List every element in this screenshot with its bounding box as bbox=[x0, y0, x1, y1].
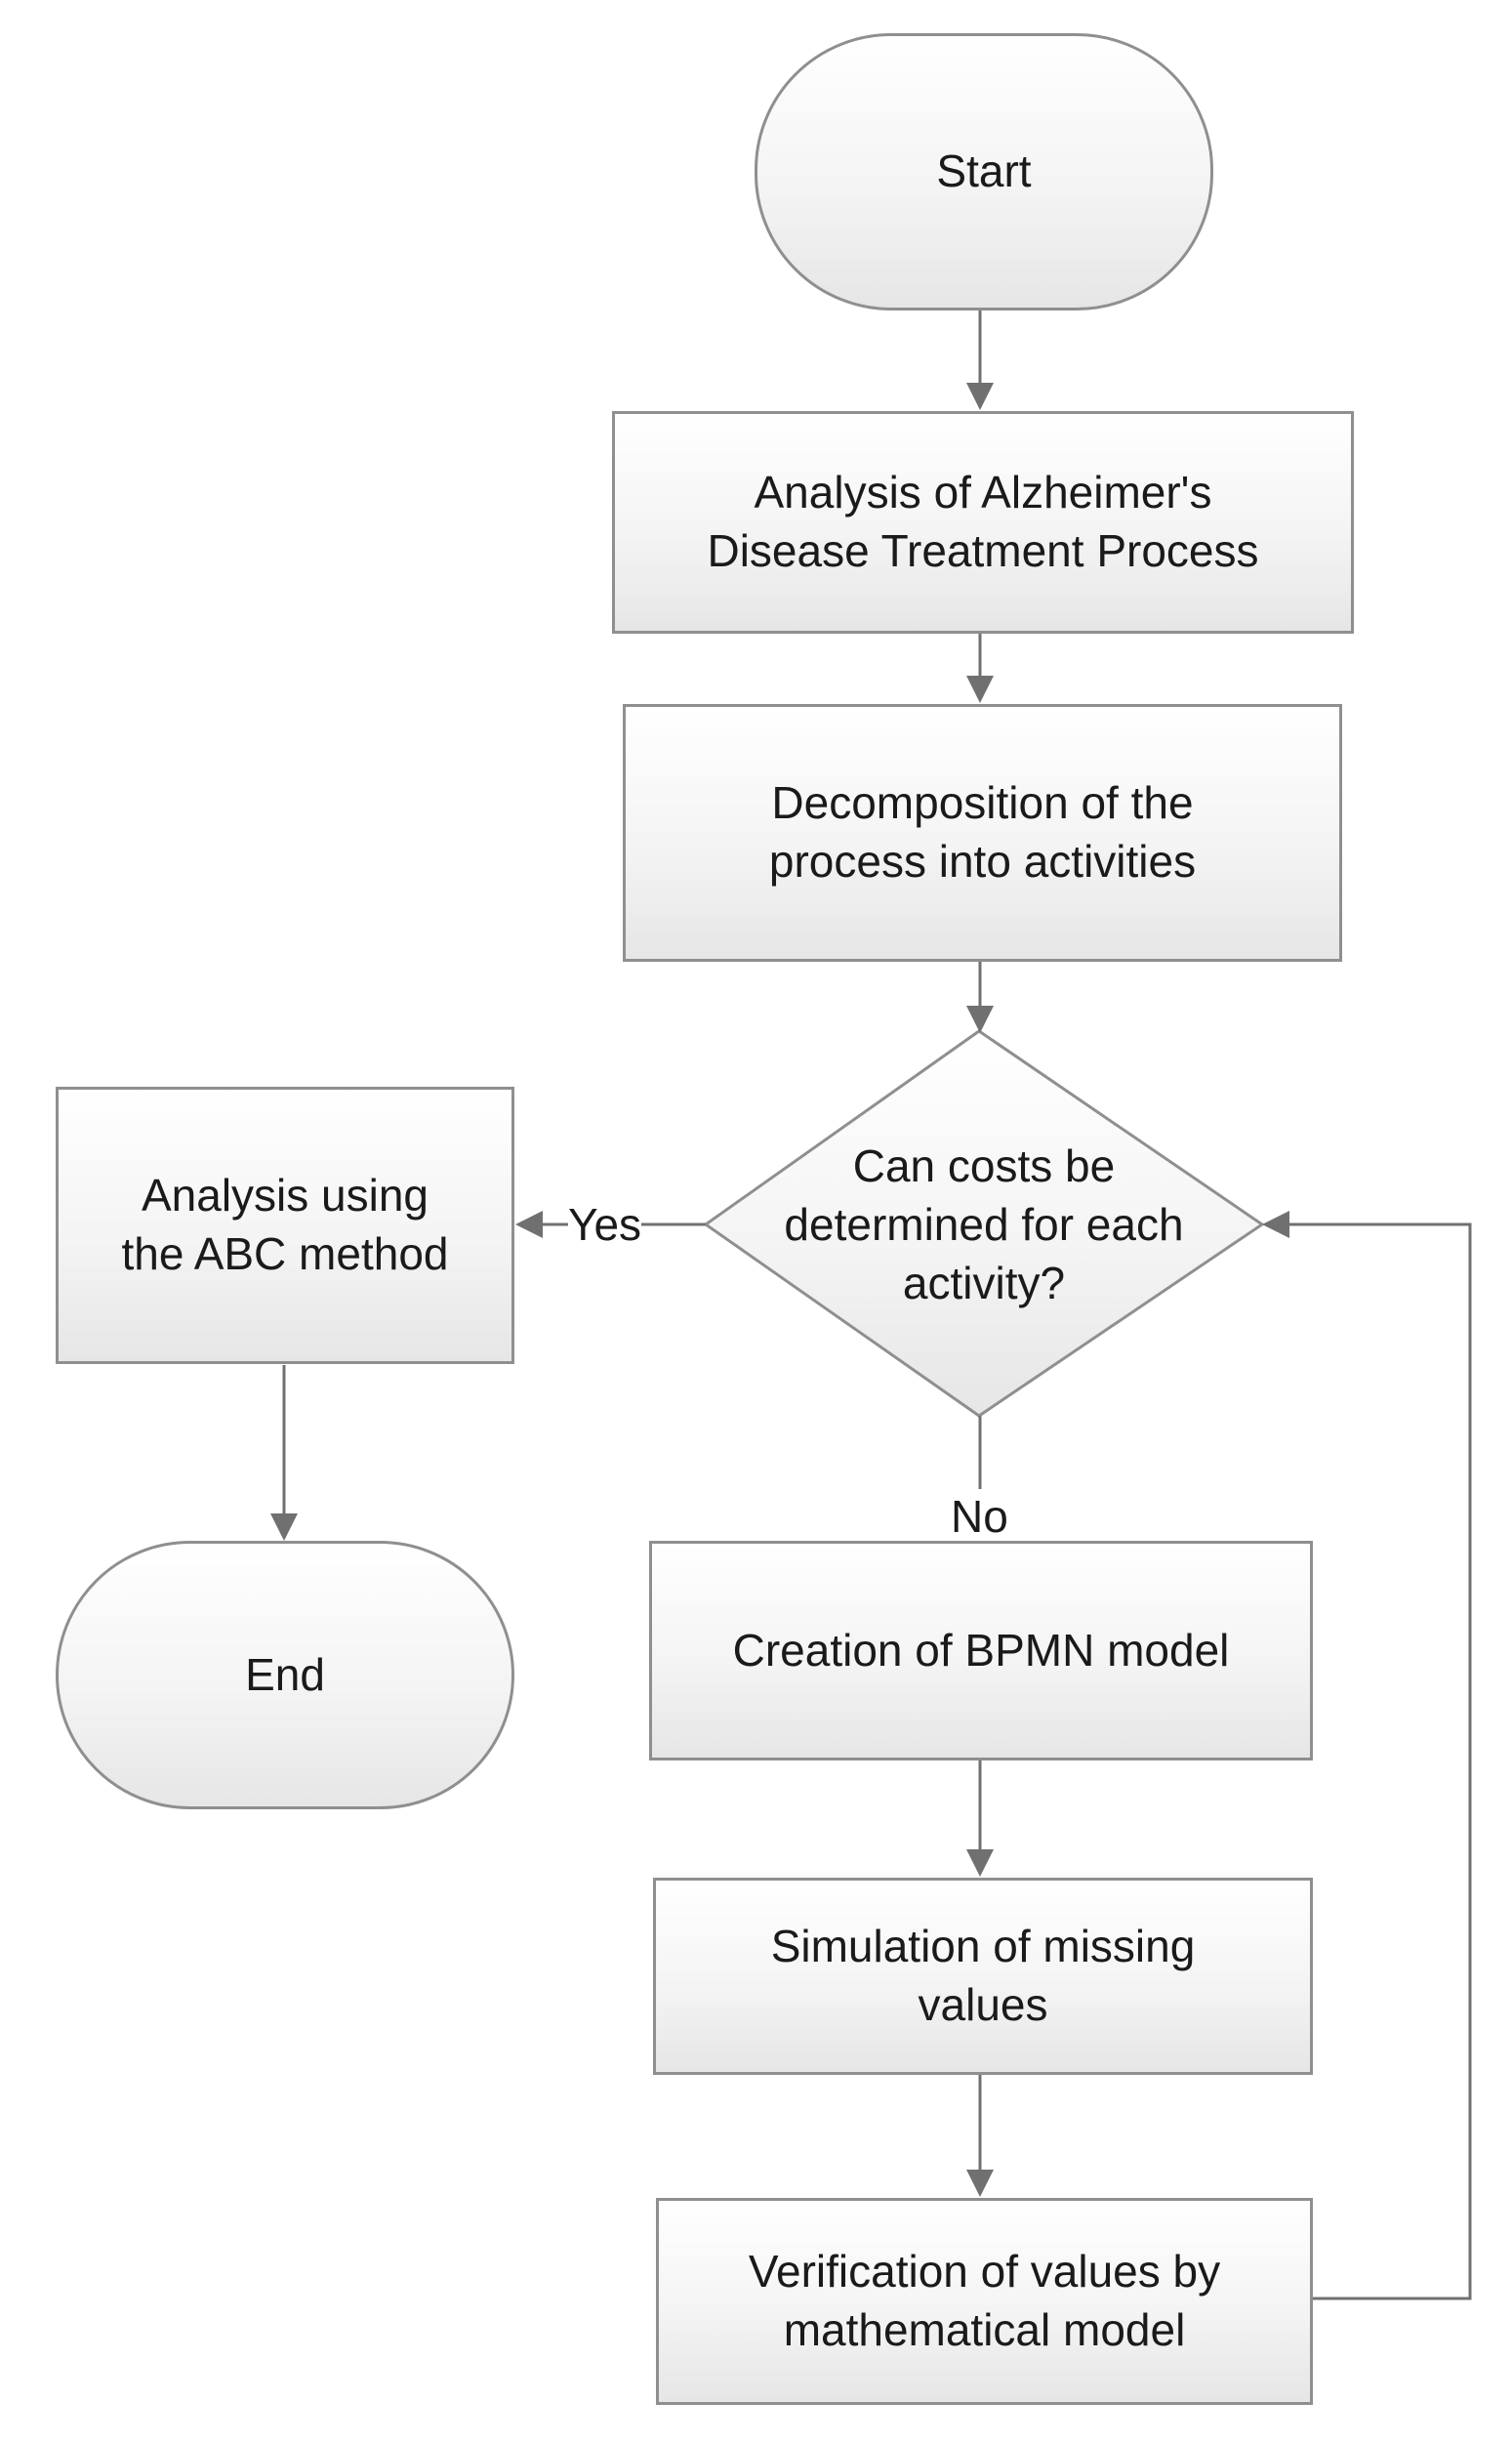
arrow-abc-to-end bbox=[270, 1365, 298, 1541]
verification-box: Verification of values by mathematical m… bbox=[656, 2198, 1313, 2405]
arrow-bpmn-to-simulation bbox=[966, 1760, 994, 1877]
start-terminal: Start bbox=[755, 33, 1213, 311]
simulation-box: Simulation of missing values bbox=[653, 1878, 1313, 2075]
bpmn-model-box: Creation of BPMN model bbox=[649, 1541, 1313, 1760]
end-terminal: End bbox=[56, 1541, 514, 1809]
decomposition-box: Decomposition of the process into activi… bbox=[623, 704, 1342, 962]
arrow-verification-to-decision bbox=[1262, 1211, 1472, 2300]
arrow-simulation-to-verification bbox=[966, 2074, 994, 2197]
abc-analysis-box: Analysis using the ABC method bbox=[56, 1087, 514, 1364]
decision-text: Can costs be determined for each activit… bbox=[784, 1140, 1184, 1308]
arrow-decomposition-to-decision bbox=[966, 961, 994, 1033]
no-label: No bbox=[951, 1491, 1008, 1542]
analysis-process-box: Analysis of Alzheimer's Disease Treatmen… bbox=[612, 411, 1354, 634]
arrow-analysis-to-decomposition bbox=[966, 633, 994, 703]
yes-label: Yes bbox=[568, 1199, 642, 1250]
arrow-start-to-analysis bbox=[966, 311, 994, 410]
